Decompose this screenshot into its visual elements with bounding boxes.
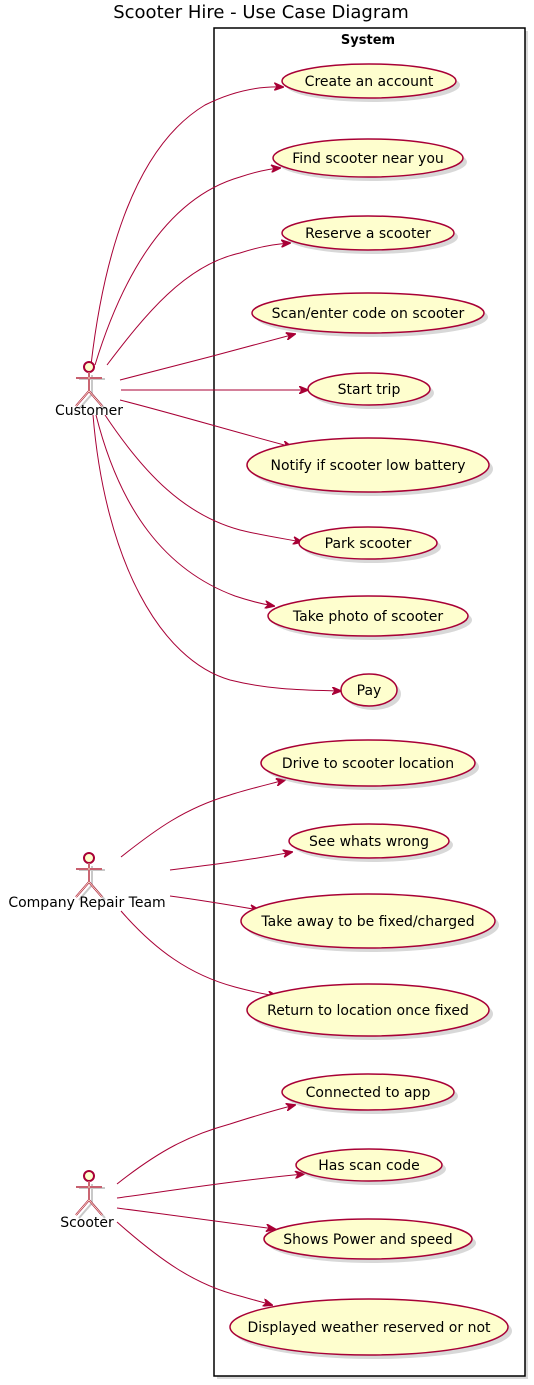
actor-figure-icon bbox=[75, 361, 106, 410]
system-label: System bbox=[341, 33, 395, 48]
use-case-ellipse bbox=[281, 1073, 455, 1111]
use-case-ellipse bbox=[246, 437, 490, 493]
use-case-scan-enter-code-on-scooter: Scan/enter code on scooter bbox=[251, 292, 488, 337]
use-case-ellipse bbox=[281, 215, 455, 251]
use-case-ellipse bbox=[240, 893, 496, 949]
use-case-park-scooter: Park scooter bbox=[298, 526, 441, 563]
use-case-ellipse bbox=[246, 983, 490, 1037]
use-case-find-scooter-near-you: Find scooter near you bbox=[272, 138, 467, 181]
edge-customer-find-scooter bbox=[94, 168, 280, 366]
use-case-ellipse bbox=[229, 1298, 509, 1356]
use-case-ellipse bbox=[295, 1148, 443, 1182]
diagram-title: Scooter Hire - Use Case Diagram bbox=[113, 2, 409, 23]
use-case-ellipse bbox=[307, 372, 431, 406]
use-case-label: Shows Power and speed bbox=[283, 1232, 452, 1248]
use-case-start-trip: Start trip bbox=[307, 372, 434, 409]
use-case-label: Find scooter near you bbox=[292, 151, 444, 167]
actor-figure-icon bbox=[75, 1170, 106, 1219]
edge-scooter-has-scan-code bbox=[116, 1174, 304, 1199]
edge-repair-take-away bbox=[169, 895, 259, 910]
use-case-ellipse bbox=[251, 292, 485, 334]
use-case-label: Drive to scooter location bbox=[282, 756, 454, 772]
use-case-label: Take away to be fixed/charged bbox=[260, 914, 474, 930]
use-case-label: Start trip bbox=[338, 382, 401, 398]
use-case-ellipse bbox=[340, 673, 398, 707]
use-case-create-an-account: Create an account bbox=[281, 63, 460, 102]
actor-scooter: Scooter bbox=[60, 1170, 114, 1231]
use-case-label: Park scooter bbox=[325, 536, 412, 552]
use-case-ellipse bbox=[267, 595, 469, 637]
use-case-label: See whats wrong bbox=[309, 834, 429, 850]
use-case-return-to-location-once-fixed: Return to location once fixed bbox=[246, 983, 493, 1040]
use-case-displayed-weather-reserved-or-not: Displayed weather reserved or not bbox=[229, 1298, 512, 1359]
edge-customer-pay bbox=[92, 414, 341, 691]
edge-customer-create-account bbox=[90, 87, 283, 366]
actor-label: Company Repair Team bbox=[8, 895, 165, 911]
use-case-ellipse bbox=[288, 823, 450, 859]
edge-repair-return-location bbox=[120, 910, 277, 996]
use-case-ellipse bbox=[260, 739, 476, 787]
edge-scooter-displayed-weather bbox=[116, 1221, 272, 1305]
use-case-label: Has scan code bbox=[318, 1158, 420, 1174]
use-case-take-photo-of-scooter: Take photo of scooter bbox=[267, 595, 472, 640]
association-edges bbox=[90, 87, 341, 1305]
use-case-ellipse bbox=[263, 1218, 473, 1260]
edge-repair-see-wrong bbox=[169, 852, 292, 871]
use-case-see-whats-wrong: See whats wrong bbox=[288, 823, 453, 862]
use-case-label: Reserve a scooter bbox=[305, 226, 431, 242]
use-case-ellipse bbox=[272, 138, 464, 178]
actor-label: Scooter bbox=[60, 1215, 114, 1231]
use-case-reserve-a-scooter: Reserve a scooter bbox=[281, 215, 458, 254]
actor-figure-icon bbox=[75, 852, 106, 901]
use-case-ellipse bbox=[298, 526, 438, 560]
actor-customer: Customer bbox=[55, 361, 123, 419]
use-case-ellipse bbox=[281, 63, 457, 99]
use-case-label: Create an account bbox=[305, 74, 434, 90]
use-case-notify-if-scooter-low-battery: Notify if scooter low battery bbox=[246, 437, 493, 496]
use-case-label: Displayed weather reserved or not bbox=[247, 1320, 491, 1336]
edge-customer-notify-battery bbox=[119, 399, 292, 447]
edge-scooter-connected-app bbox=[116, 1105, 295, 1185]
use-case-label: Pay bbox=[357, 683, 382, 699]
use-case-drive-to-scooter-location: Drive to scooter location bbox=[260, 739, 479, 790]
use-case-take-away-to-be-fixed-charged: Take away to be fixed/charged bbox=[240, 893, 499, 952]
use-case-shows-power-and-speed: Shows Power and speed bbox=[263, 1218, 476, 1263]
use-case-label: Scan/enter code on scooter bbox=[272, 306, 465, 322]
edge-customer-take-photo bbox=[95, 414, 274, 606]
use-case-label: Notify if scooter low battery bbox=[271, 458, 466, 474]
edge-customer-scan-code bbox=[119, 334, 295, 381]
use-case-connected-to-app: Connected to app bbox=[281, 1073, 458, 1114]
use-case-label: Take photo of scooter bbox=[292, 609, 443, 625]
edge-repair-drive-location bbox=[120, 780, 285, 858]
use-case-label: Connected to app bbox=[306, 1085, 431, 1101]
use-case-has-scan-code: Has scan code bbox=[295, 1148, 446, 1185]
actor-label: Customer bbox=[55, 403, 123, 419]
edge-customer-reserve-scooter bbox=[106, 243, 290, 366]
edge-scooter-shows-power bbox=[116, 1207, 275, 1229]
edge-customer-park-scooter bbox=[104, 414, 302, 542]
actor-repair: Company Repair Team bbox=[8, 852, 166, 911]
use-case-label: Return to location once fixed bbox=[267, 1003, 469, 1019]
use-case-pay: Pay bbox=[340, 673, 401, 710]
